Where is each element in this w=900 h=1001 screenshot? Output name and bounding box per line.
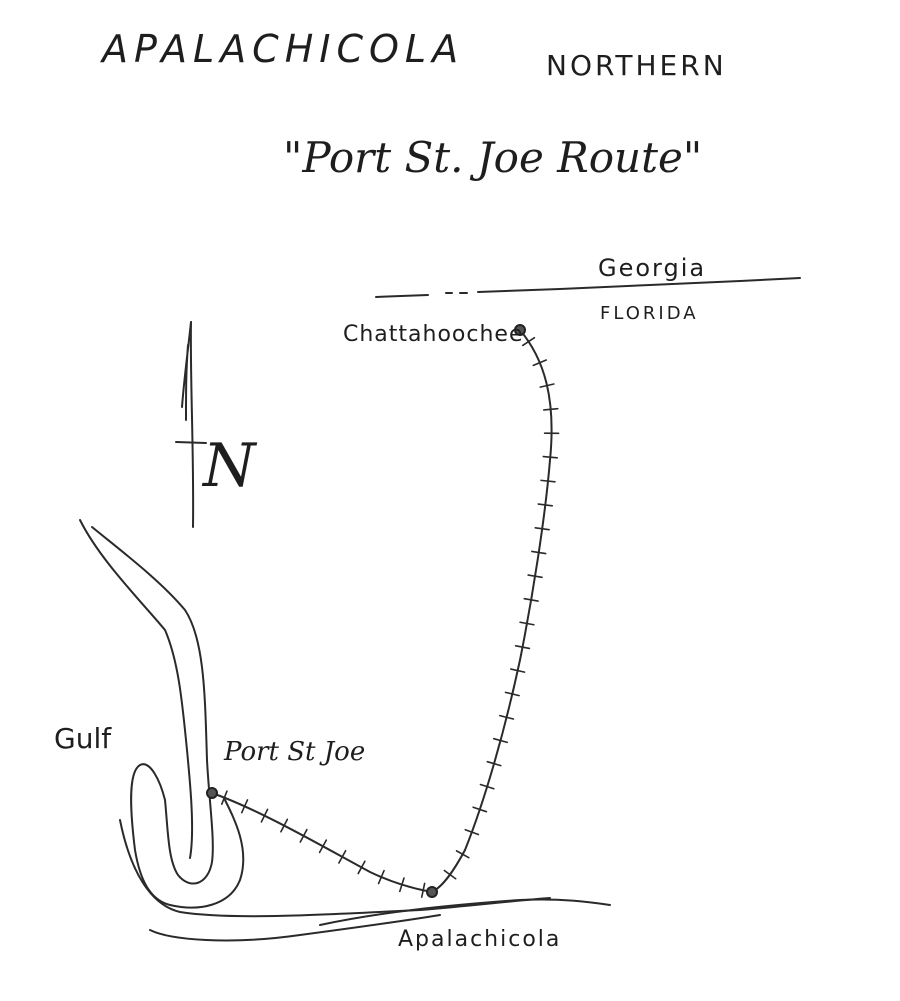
railroad-west-tie-3 [280,818,289,833]
railroad-north-tie-23 [443,869,457,880]
north-arrow-letter: N [201,431,258,501]
label-georgia: Georgia [598,254,706,282]
station-apalachicola-dot [426,886,438,898]
station-port-st-joe-label: Port St Joe [223,737,365,767]
station-port-st-joe-dot [206,787,218,799]
railroad-north-tie-3 [542,407,559,411]
railroad-north-tie-18 [486,760,502,767]
railroad-west-tie-9 [398,877,405,893]
coastline-mainland [91,526,214,885]
railroad-line-west [211,792,433,893]
railroad-west-tie-8 [377,869,385,885]
coastline-peninsula-inner [79,519,194,859]
north-arrow-head [181,321,192,421]
railroad-north-tie-14 [510,668,526,673]
railroad-west-tie-0 [220,790,228,805]
station-port-st-joe: Port St Joe [206,737,365,799]
railroad-north-tie-16 [499,714,515,720]
railroad-north-tie-11 [523,597,539,602]
railroad-west-tie-7 [357,860,366,875]
railroad-north-tie-2 [539,383,555,388]
station-chattahoochee: Chattahoochee [343,322,526,347]
station-apalachicola-label: Apalachicola [398,927,561,952]
railroad-north-tie-6 [540,479,556,483]
title-apalachicola: APALACHICOLA [99,27,464,71]
railroad-north-tie-13 [514,644,531,650]
railroad-north-tie-19 [479,783,495,790]
north-arrow: N [175,321,258,528]
railroad-north-tie-15 [504,691,520,697]
railroad-north-tie-12 [519,621,535,626]
railroad-west-tie-6 [338,849,347,864]
railroad-north-tie-8 [534,526,550,531]
railroad-ties [220,336,560,898]
label-florida: FLORIDA [600,303,699,324]
coastline-barrier-west [149,914,441,942]
coastline-peninsula-hook [130,763,245,909]
coastline-barrier-east [319,898,611,926]
railroad-west-tie-4 [299,828,308,843]
railroad-north-tie-10 [527,574,543,579]
railroad-north-tie-17 [492,737,509,744]
railroad-west-tie-5 [318,839,328,854]
state-line [375,277,801,298]
coastline [79,519,611,942]
station-apalachicola: Apalachicola [398,886,561,952]
title-northern: NORTHERN [546,49,727,82]
station-chattahoochee-label: Chattahoochee [343,322,524,347]
north-arrow-shaft [189,321,195,528]
railroad-route [211,329,560,898]
railroad-west-tie-1 [240,799,249,814]
label-gulf: Gulf [54,722,112,755]
railroad-west-tie-10 [420,882,426,898]
railroad-north-tie-1 [532,359,548,367]
coastline-south [119,819,551,918]
railroad-north-tie-5 [542,455,559,459]
railroad-north-tie-21 [464,828,480,836]
railroad-line-north [431,329,553,893]
north-arrow-crossbar [175,441,207,444]
subtitle-route-name: "Port St. Joe Route" [283,133,702,182]
railroad-north-tie-20 [472,806,488,813]
railroad-north-tie-9 [531,550,547,555]
railroad-north-tie-0 [521,336,536,347]
railroad-west-tie-2 [260,808,269,823]
station-chattahoochee-dot [514,324,526,336]
railroad-north-tie-22 [455,850,470,859]
railroad-north-tie-7 [537,503,554,507]
